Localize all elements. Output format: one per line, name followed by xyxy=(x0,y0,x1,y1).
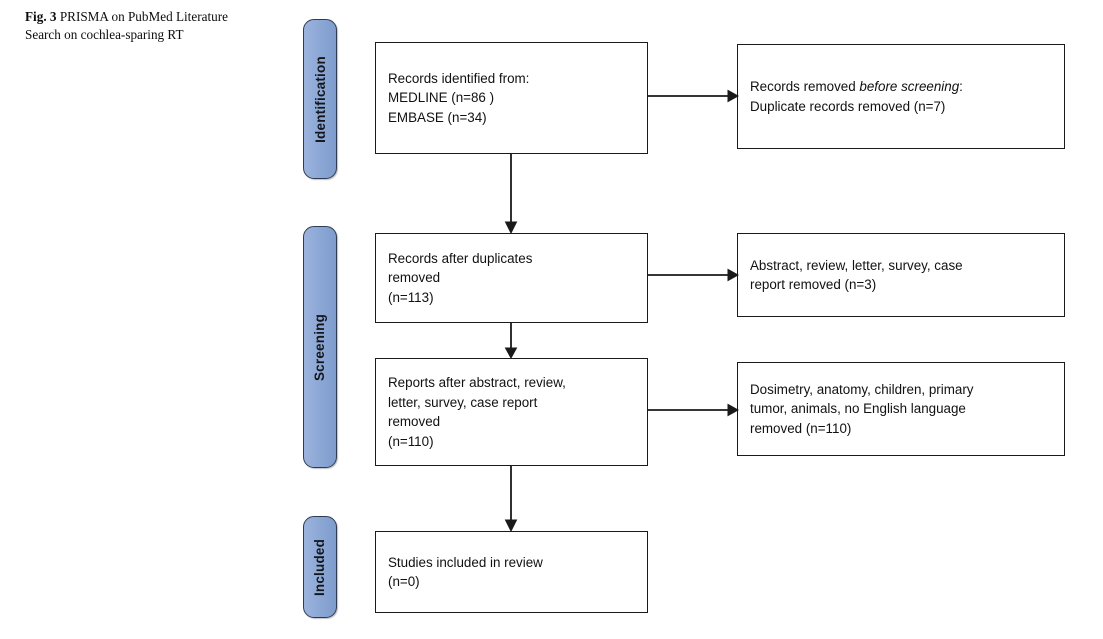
box-line: tumor, animals, no English language xyxy=(750,401,966,417)
box-line-italic: before screening xyxy=(859,79,960,94)
box-reports-after-exclusion: Reports after abstract, review, letter, … xyxy=(375,358,648,466)
figure-caption-text: PRISMA on PubMed Literature Search on co… xyxy=(25,9,228,42)
box-line: (n=113) xyxy=(388,289,434,305)
box-line-plain: Records removed xyxy=(750,79,860,94)
box-excluded-topic: Dosimetry, anatomy, children, primary tu… xyxy=(737,362,1065,456)
box-studies-included: Studies included in review (n=0) xyxy=(375,531,648,613)
box-excluded-abstract-review-text: Abstract, review, letter, survey, case r… xyxy=(738,256,1064,295)
box-excluded-topic-text: Dosimetry, anatomy, children, primary tu… xyxy=(738,380,1064,439)
phase-label-included: Included xyxy=(312,538,328,596)
box-line: report removed (n=3) xyxy=(750,277,877,292)
box-line: EMBASE (n=34) xyxy=(388,109,487,125)
box-line: removed (n=110) xyxy=(750,420,852,436)
box-line: Records identified from: xyxy=(388,70,530,86)
box-records-removed-before-screening: Records removed before screening: Duplic… xyxy=(737,44,1065,149)
box-line: Reports after abstract, review, xyxy=(388,375,566,390)
box-records-identified-text: Records identified from: MEDLINE (n=86 )… xyxy=(376,69,647,128)
arrow-after-duplicates-to-excluded xyxy=(648,267,740,283)
box-line: removed xyxy=(388,414,441,429)
arrow-reports-to-studies-included xyxy=(503,466,519,533)
phase-bar-screening: Screening xyxy=(303,226,337,468)
box-line: Duplicate records removed (n=7) xyxy=(750,98,946,114)
box-line: letter, survey, case report xyxy=(388,394,538,410)
box-line: Studies included in review xyxy=(388,554,543,570)
box-line: (n=0) xyxy=(388,574,420,589)
phase-label-screening: Screening xyxy=(312,313,328,381)
figure-caption: Fig. 3 PRISMA on PubMed Literature Searc… xyxy=(25,8,250,44)
box-line: Dosimetry, anatomy, children, primary xyxy=(750,381,974,397)
box-studies-included-text: Studies included in review (n=0) xyxy=(376,553,647,592)
box-records-identified: Records identified from: MEDLINE (n=86 )… xyxy=(375,42,648,154)
box-records-removed-before-screening-text: Records removed before screening: Duplic… xyxy=(738,77,1064,116)
box-line: Records removed before screening: xyxy=(750,77,1052,97)
box-line: removed xyxy=(388,270,441,286)
box-excluded-abstract-review: Abstract, review, letter, survey, case r… xyxy=(737,233,1065,317)
arrow-after-duplicates-to-reports xyxy=(503,323,519,360)
box-records-after-duplicates: Records after duplicates removed (n=113) xyxy=(375,233,648,323)
box-line: MEDLINE (n=86 ) xyxy=(388,90,495,106)
box-line: Abstract, review, letter, survey, case xyxy=(750,257,963,273)
box-line: (n=110) xyxy=(388,433,434,449)
arrow-identified-to-after-duplicates xyxy=(503,154,519,235)
phase-bar-identification: Identification xyxy=(303,19,337,179)
arrow-identified-to-removed xyxy=(648,88,740,104)
phase-label-identification: Identification xyxy=(312,55,328,143)
box-reports-after-exclusion-text: Reports after abstract, review, letter, … xyxy=(376,373,647,451)
box-line: Records after duplicates xyxy=(388,250,533,266)
arrow-reports-to-excluded-topic xyxy=(648,402,740,418)
figure-caption-label: Fig. 3 xyxy=(25,9,57,24)
phase-bar-included: Included xyxy=(303,516,337,618)
box-line-tail: : xyxy=(959,79,963,94)
box-records-after-duplicates-text: Records after duplicates removed (n=113) xyxy=(376,249,647,308)
